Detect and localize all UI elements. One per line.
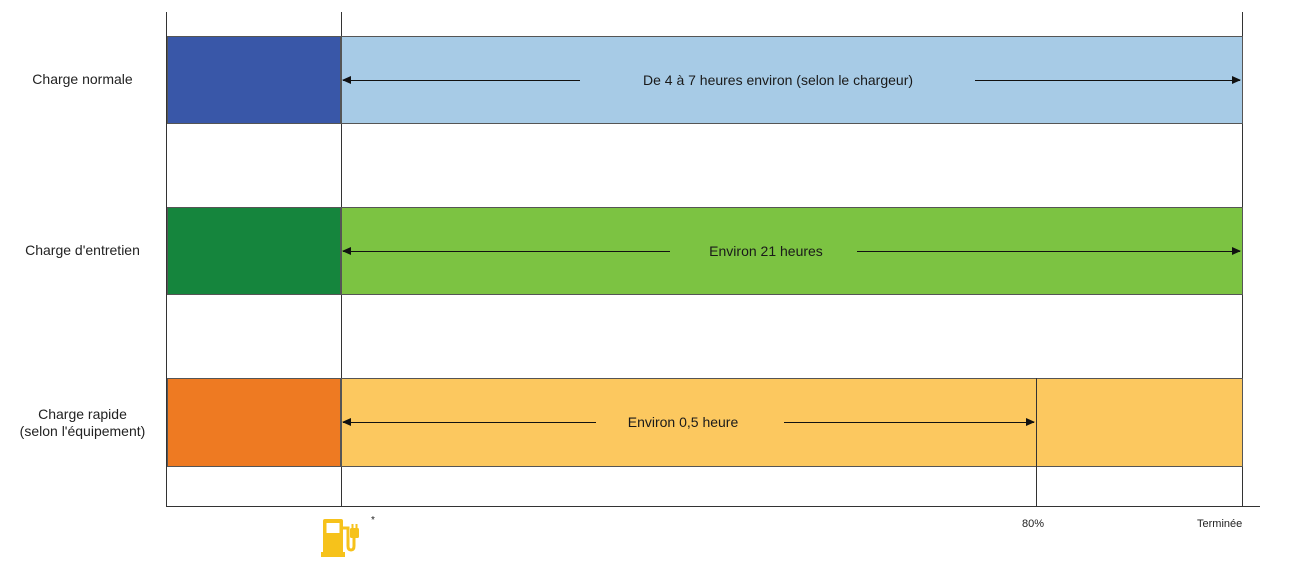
y-axis-line xyxy=(166,12,167,506)
x-axis-line xyxy=(166,506,1260,507)
row-label-rapide: Charge rapide (selon l'équipement) xyxy=(19,406,146,439)
marker-end-label: Terminée xyxy=(1197,518,1243,530)
arrow-left-normal xyxy=(342,76,580,84)
arrow-right-normal xyxy=(975,76,1241,84)
marker-80-line xyxy=(1036,378,1037,506)
arrow-left-rapide xyxy=(342,418,596,426)
row-label-entretien: Charge d'entretien xyxy=(25,242,140,258)
marker-80-label: 80% xyxy=(1022,518,1045,530)
arrow-right-rapide xyxy=(784,418,1035,426)
start-block-normal xyxy=(167,36,341,124)
charging-pump-icon xyxy=(321,519,359,557)
start-block-rapide xyxy=(167,378,341,467)
duration-text-normal: De 4 à 7 heures environ (selon le charge… xyxy=(642,72,914,88)
start-block-entretien xyxy=(167,207,341,295)
duration-text-entretien: Environ 21 heures xyxy=(709,243,823,259)
arrow-left-entretien xyxy=(342,247,670,255)
arrow-right-entretien xyxy=(857,247,1241,255)
row-label-normal: Charge normale xyxy=(32,71,133,87)
duration-text-rapide: Environ 0,5 heure xyxy=(627,414,739,430)
start-footnote-mark: * xyxy=(371,515,375,526)
